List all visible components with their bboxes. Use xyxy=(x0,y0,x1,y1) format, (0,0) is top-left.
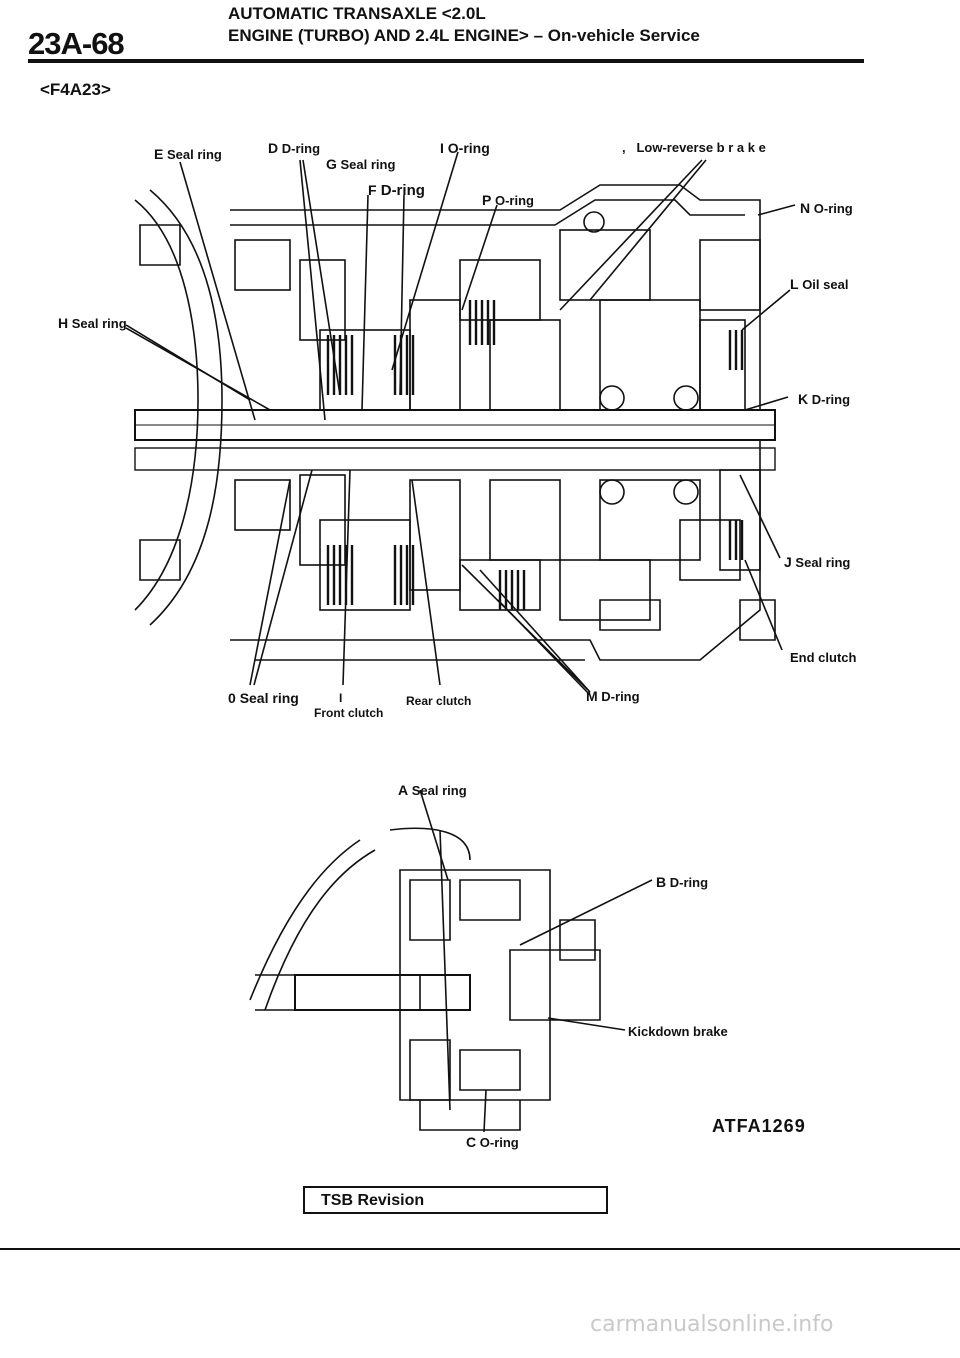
page-number: 23A-68 xyxy=(28,26,125,61)
header-rule xyxy=(28,59,864,63)
label-end-clutch: End clutch xyxy=(790,650,857,665)
label-kickdown-brake: Kickdown brake xyxy=(628,1024,728,1039)
label-b-d-ring: B D-ring xyxy=(656,874,709,890)
label-o-seal-ring: 0 Seal ring xyxy=(228,690,299,706)
label-l-oil-seal: L Oil seal xyxy=(790,276,849,292)
label-f-d-ring: F D-ring xyxy=(368,182,425,199)
label-c-o-ring: C O-ring xyxy=(466,1134,519,1150)
label-g-seal-ring: G Seal ring xyxy=(326,156,396,172)
label-i-o-ring: I O-ring xyxy=(440,140,490,156)
tsb-revision-label: TSB Revision xyxy=(321,1192,425,1209)
label-rear-clutch: Rear clutch xyxy=(406,694,472,708)
label-h-seal-ring: H Seal ring xyxy=(58,315,127,331)
label-front-clutch: Front clutch xyxy=(314,706,384,720)
figure-code: ATFA1269 xyxy=(712,1116,806,1136)
label-front-clutch-marker: I xyxy=(339,691,343,705)
header-title-line-1: AUTOMATIC TRANSAXLE <2.0L xyxy=(228,4,486,23)
label-j-seal-ring: J Seal ring xyxy=(784,554,851,570)
model-code: <F4A23> xyxy=(40,80,111,99)
label-p-o-ring: P O-ring xyxy=(482,192,534,208)
label-e-seal-ring: E Seal ring xyxy=(154,146,222,162)
footer-rule xyxy=(0,1248,960,1250)
label-d-d-ring: D D-ring xyxy=(268,140,321,156)
label-m-d-ring: M D-ring xyxy=(586,688,640,704)
label-k-d-ring: K D-ring xyxy=(798,391,851,407)
header-title-line-2: ENGINE (TURBO) AND 2.4L ENGINE> – On-veh… xyxy=(228,26,700,45)
tsb-revision-box: TSB Revision xyxy=(303,1186,608,1214)
label-a-seal-ring: A Seal ring xyxy=(398,782,467,798)
label-n-o-ring: N O-ring xyxy=(800,200,853,216)
watermark: carmanualsonline.info xyxy=(590,1312,834,1337)
label-low-reverse-brake: , Low-reverse b r a k e xyxy=(622,140,766,155)
